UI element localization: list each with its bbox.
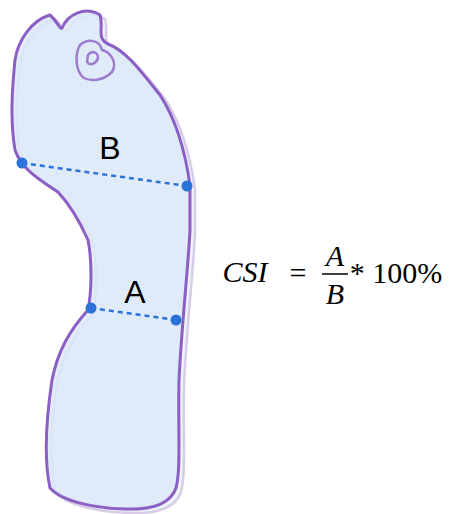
footprint-outline bbox=[12, 11, 190, 509]
formula-factor: * 100% bbox=[350, 258, 443, 288]
fraction-bar bbox=[322, 273, 348, 275]
formula-operator: = bbox=[290, 258, 307, 288]
width-line-b bbox=[22, 163, 187, 186]
endpoint-dot bbox=[17, 158, 28, 169]
formula-denominator: B bbox=[326, 279, 344, 309]
endpoint-dot bbox=[171, 315, 182, 326]
width-line-a bbox=[91, 308, 176, 320]
endpoint-dot bbox=[86, 303, 97, 314]
endpoint-dot bbox=[182, 181, 193, 192]
width-label: B bbox=[99, 132, 120, 164]
toe-outline bbox=[77, 41, 115, 80]
width-label: A bbox=[124, 276, 145, 308]
formula-symbol: CSI bbox=[223, 257, 268, 287]
formula-numerator: A bbox=[326, 241, 344, 271]
